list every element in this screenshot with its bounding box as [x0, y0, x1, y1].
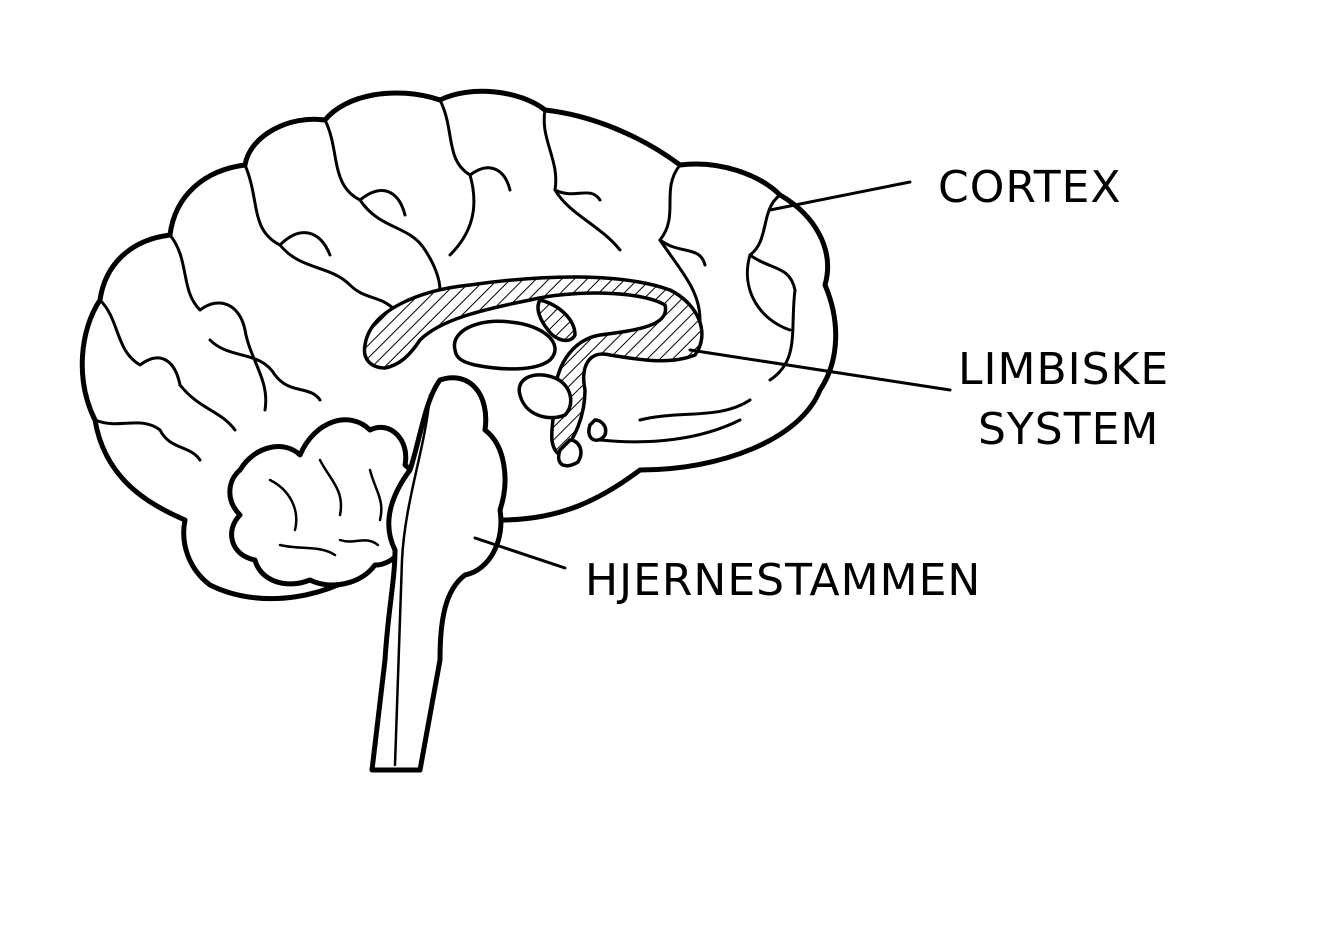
cerebellum-folds: [268, 458, 383, 557]
cortex-leader-line: [768, 180, 912, 212]
limbic-system-label-line2: SYSTEM: [978, 404, 1159, 455]
limbic-system-arch: [362, 275, 704, 457]
brainstem-label: HJERNESTAMMEN: [585, 555, 981, 606]
brainstem-leader-line: [473, 536, 567, 570]
limbic-leader-line: [688, 348, 952, 392]
limbic-system-label-line1: LIMBISKE: [958, 344, 1169, 395]
brainstem: [369, 375, 508, 773]
brainstem-center-line: [393, 393, 432, 767]
hippocampus-tail: [557, 438, 583, 468]
ventricle: [452, 319, 557, 371]
thalamus: [517, 373, 573, 420]
cortex-folds: [93, 98, 797, 462]
cortex-label: CORTEX: [938, 162, 1122, 213]
amygdala: [587, 418, 608, 442]
limbic-inner-arm: [536, 298, 577, 343]
